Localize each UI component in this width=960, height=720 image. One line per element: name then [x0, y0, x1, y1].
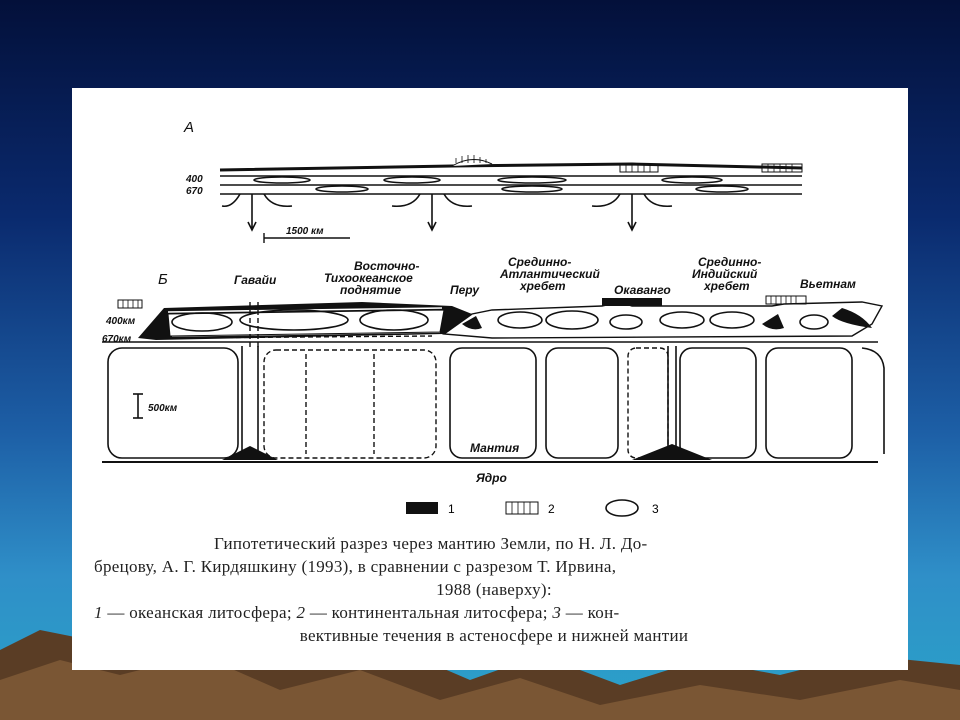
figure-caption: Гипотетический разрез через мантию Земли… — [94, 532, 894, 647]
mantle-section-diagram: А 400 670 — [102, 119, 885, 485]
caption-line-5: вективные течения в астеносфере и нижней… — [299, 626, 689, 645]
legend-convection-swatch — [605, 499, 639, 517]
caption-text-2: — континентальная литосфера; — [305, 603, 553, 622]
label-peru: Перу — [450, 283, 480, 297]
legend-continental-swatch — [505, 501, 539, 515]
label-mid-indian-3: хребет — [703, 279, 750, 293]
panel-b-depth-670: 670км — [102, 334, 132, 345]
panel-a-letter: А — [183, 119, 194, 136]
caption-line-1: Гипотетический разрез через мантию Земли… — [214, 534, 648, 553]
panel-b-letter: Б — [158, 271, 168, 288]
label-vietnam: Вьетнам — [800, 277, 856, 291]
panel-a-depth-400: 400 — [185, 174, 203, 185]
legend-label-2: 2 — [548, 502, 555, 516]
caption-text-1: — океанская литосфера; — [102, 603, 297, 622]
legend-label-3: 3 — [652, 502, 659, 516]
label-core: Ядро — [475, 471, 507, 485]
caption-text-3: — кон- — [561, 603, 620, 622]
panel-a-scale-label: 1500 км — [286, 226, 324, 237]
label-mid-indian-2: Индийский — [692, 267, 758, 281]
panel-a-section — [219, 155, 803, 232]
caption-num-1: 1 — [94, 603, 103, 622]
label-east-pacific-2: Тихоокеанское — [324, 271, 413, 285]
label-mid-atlantic-1: Срединно- — [508, 255, 571, 269]
caption-line-4: 1 — океанская литосфера; 2 — континентал… — [94, 601, 894, 624]
caption-line-3: 1988 (наверху): — [436, 580, 552, 599]
label-okavango: Окаванго — [614, 283, 671, 297]
panel-b-depth-400: 400км — [105, 316, 136, 327]
legend: 1 2 3 — [406, 499, 659, 517]
label-hawaii: Гавайи — [234, 273, 277, 287]
slide-card: А 400 670 — [72, 88, 908, 670]
label-mid-indian-1: Срединно- — [698, 255, 761, 269]
label-mid-atlantic-2: Атлантический — [499, 267, 600, 281]
label-east-pacific-1: Восточно- — [354, 259, 419, 273]
label-east-pacific-3: поднятие — [340, 283, 401, 297]
caption-line-2: брецову, А. Г. Кирдяшкину (1993), в срав… — [94, 557, 617, 576]
panel-a-depth-670: 670 — [186, 186, 203, 197]
legend-label-1: 1 — [448, 502, 455, 516]
legend-oceanic-swatch — [406, 502, 438, 514]
panel-b-section — [102, 295, 885, 463]
label-mantle: Мантия — [470, 441, 519, 455]
caption-num-2: 2 — [296, 603, 306, 622]
caption-num-3: 3 — [552, 603, 562, 622]
label-mid-atlantic-3: хребет — [519, 279, 566, 293]
panel-b-scale-label: 500км — [148, 403, 178, 414]
